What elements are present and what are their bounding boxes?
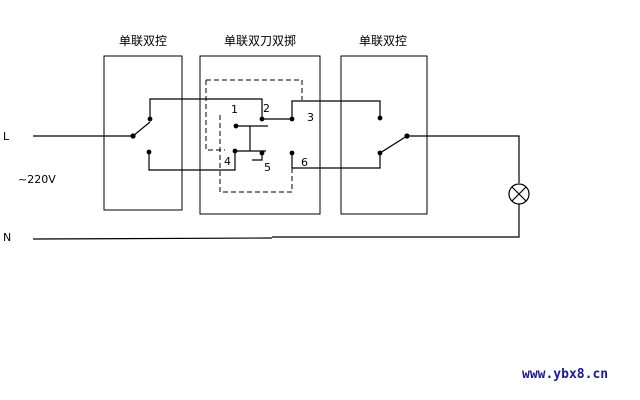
terminal-5-label: 5 (264, 161, 271, 174)
dashed-link-top (206, 79, 303, 100)
neutral-wire (32, 237, 273, 240)
middle-link-5 (252, 153, 263, 161)
right-switch-blade (379, 135, 408, 154)
neutral-line-label: N (3, 231, 11, 244)
right-switch-box (340, 55, 428, 215)
right-box-title: 单联双控 (359, 34, 407, 48)
terminal-2-label: 2 (263, 102, 270, 115)
lamp-cross (511, 186, 527, 202)
middle-box-title: 单联双刀双掷 (224, 33, 296, 48)
right-switch-top-contact (377, 115, 383, 121)
voltage-label: ~220V (18, 173, 56, 186)
left-switch-blade (132, 121, 151, 137)
lamp-feed-wire (407, 135, 520, 183)
terminal-3-label: 3 (307, 111, 314, 124)
dashed-link-bottom (219, 115, 293, 193)
left-box-title: 单联双控 (119, 34, 167, 48)
terminal-1-label: 1 (231, 103, 238, 116)
lamp-return-wire (272, 204, 520, 238)
live-line-label: L (3, 130, 10, 143)
traveller-bottom-left (148, 150, 236, 171)
watermark: www.ybx8.cn (522, 367, 608, 382)
dashed-link-left (205, 80, 225, 151)
terminal-4-label: 4 (224, 155, 231, 168)
left-switch-box (103, 55, 183, 211)
traveller-top-right (291, 100, 381, 119)
middle-switch-box (199, 55, 321, 215)
terminal-6-label: 6 (301, 156, 308, 169)
